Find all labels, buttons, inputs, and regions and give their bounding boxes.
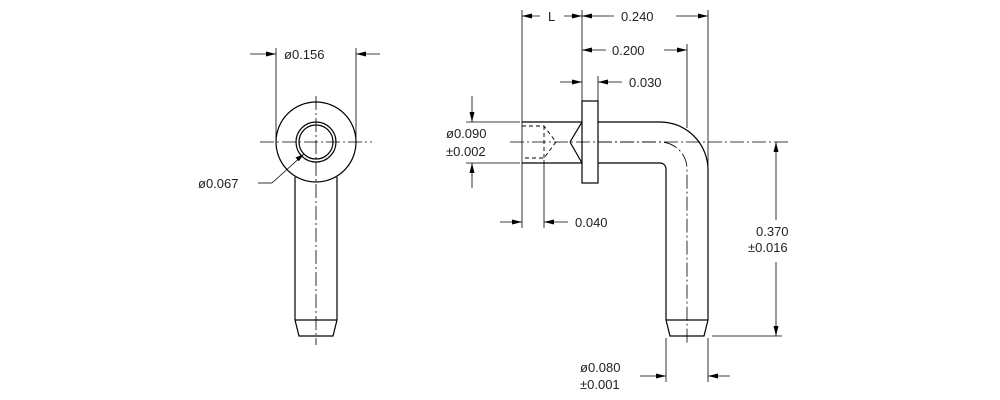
- L-arrow-right: [572, 13, 582, 19]
- flange-arrow-left: [572, 79, 582, 85]
- chamfer-bottom: [569, 141, 583, 164]
- tube-outer: [598, 121, 709, 320]
- height-arrow-top: [773, 142, 779, 152]
- height-label-2: ±0.016: [748, 240, 788, 255]
- tip-label-1: ø0.080: [580, 360, 620, 375]
- tip-arrow-left: [656, 373, 666, 379]
- side-tube-centerline: [598, 141, 688, 345]
- end-view: ø0.156 ø0.067: [198, 47, 380, 345]
- od-arrow-right: [356, 51, 366, 57]
- mount-arrow-bottom: [469, 163, 475, 173]
- id-leader-arrow: [295, 154, 304, 162]
- bend-arrow-right: [677, 47, 687, 53]
- height-label-1: 0.370: [756, 224, 789, 239]
- mount-label-2: ±0.002: [446, 144, 486, 159]
- tip-arrow-right: [708, 373, 718, 379]
- flange-label: 0.030: [629, 75, 662, 90]
- side-view: L 0.240 0.200 0.030 ø0.090 ±0.002: [446, 9, 790, 392]
- overall-label: 0.240: [621, 9, 654, 24]
- bend-label: 0.200: [612, 43, 645, 58]
- od-arrow-left: [266, 51, 276, 57]
- id-label: ø0.067: [198, 176, 238, 191]
- overall-arrow-left: [582, 13, 592, 19]
- tube-inner: [598, 162, 667, 320]
- tip-label-2: ±0.001: [580, 377, 620, 392]
- overall-arrow-right: [698, 13, 708, 19]
- L-arrow-left: [522, 13, 532, 19]
- bend-arrow-left: [582, 47, 592, 53]
- shank-len-arrow-right: [544, 219, 554, 225]
- L-label: L: [548, 9, 555, 24]
- height-arrow-bottom: [773, 326, 779, 336]
- tube-tip: [294, 319, 338, 337]
- chamfer-top: [569, 121, 583, 143]
- flange-arrow-right: [598, 79, 608, 85]
- mount-arrow-top: [469, 112, 475, 122]
- mount-label-1: ø0.090: [446, 126, 486, 141]
- shank-len-arrow-left: [512, 219, 522, 225]
- od-label: ø0.156: [284, 47, 324, 62]
- shank-len-label: 0.040: [575, 215, 608, 230]
